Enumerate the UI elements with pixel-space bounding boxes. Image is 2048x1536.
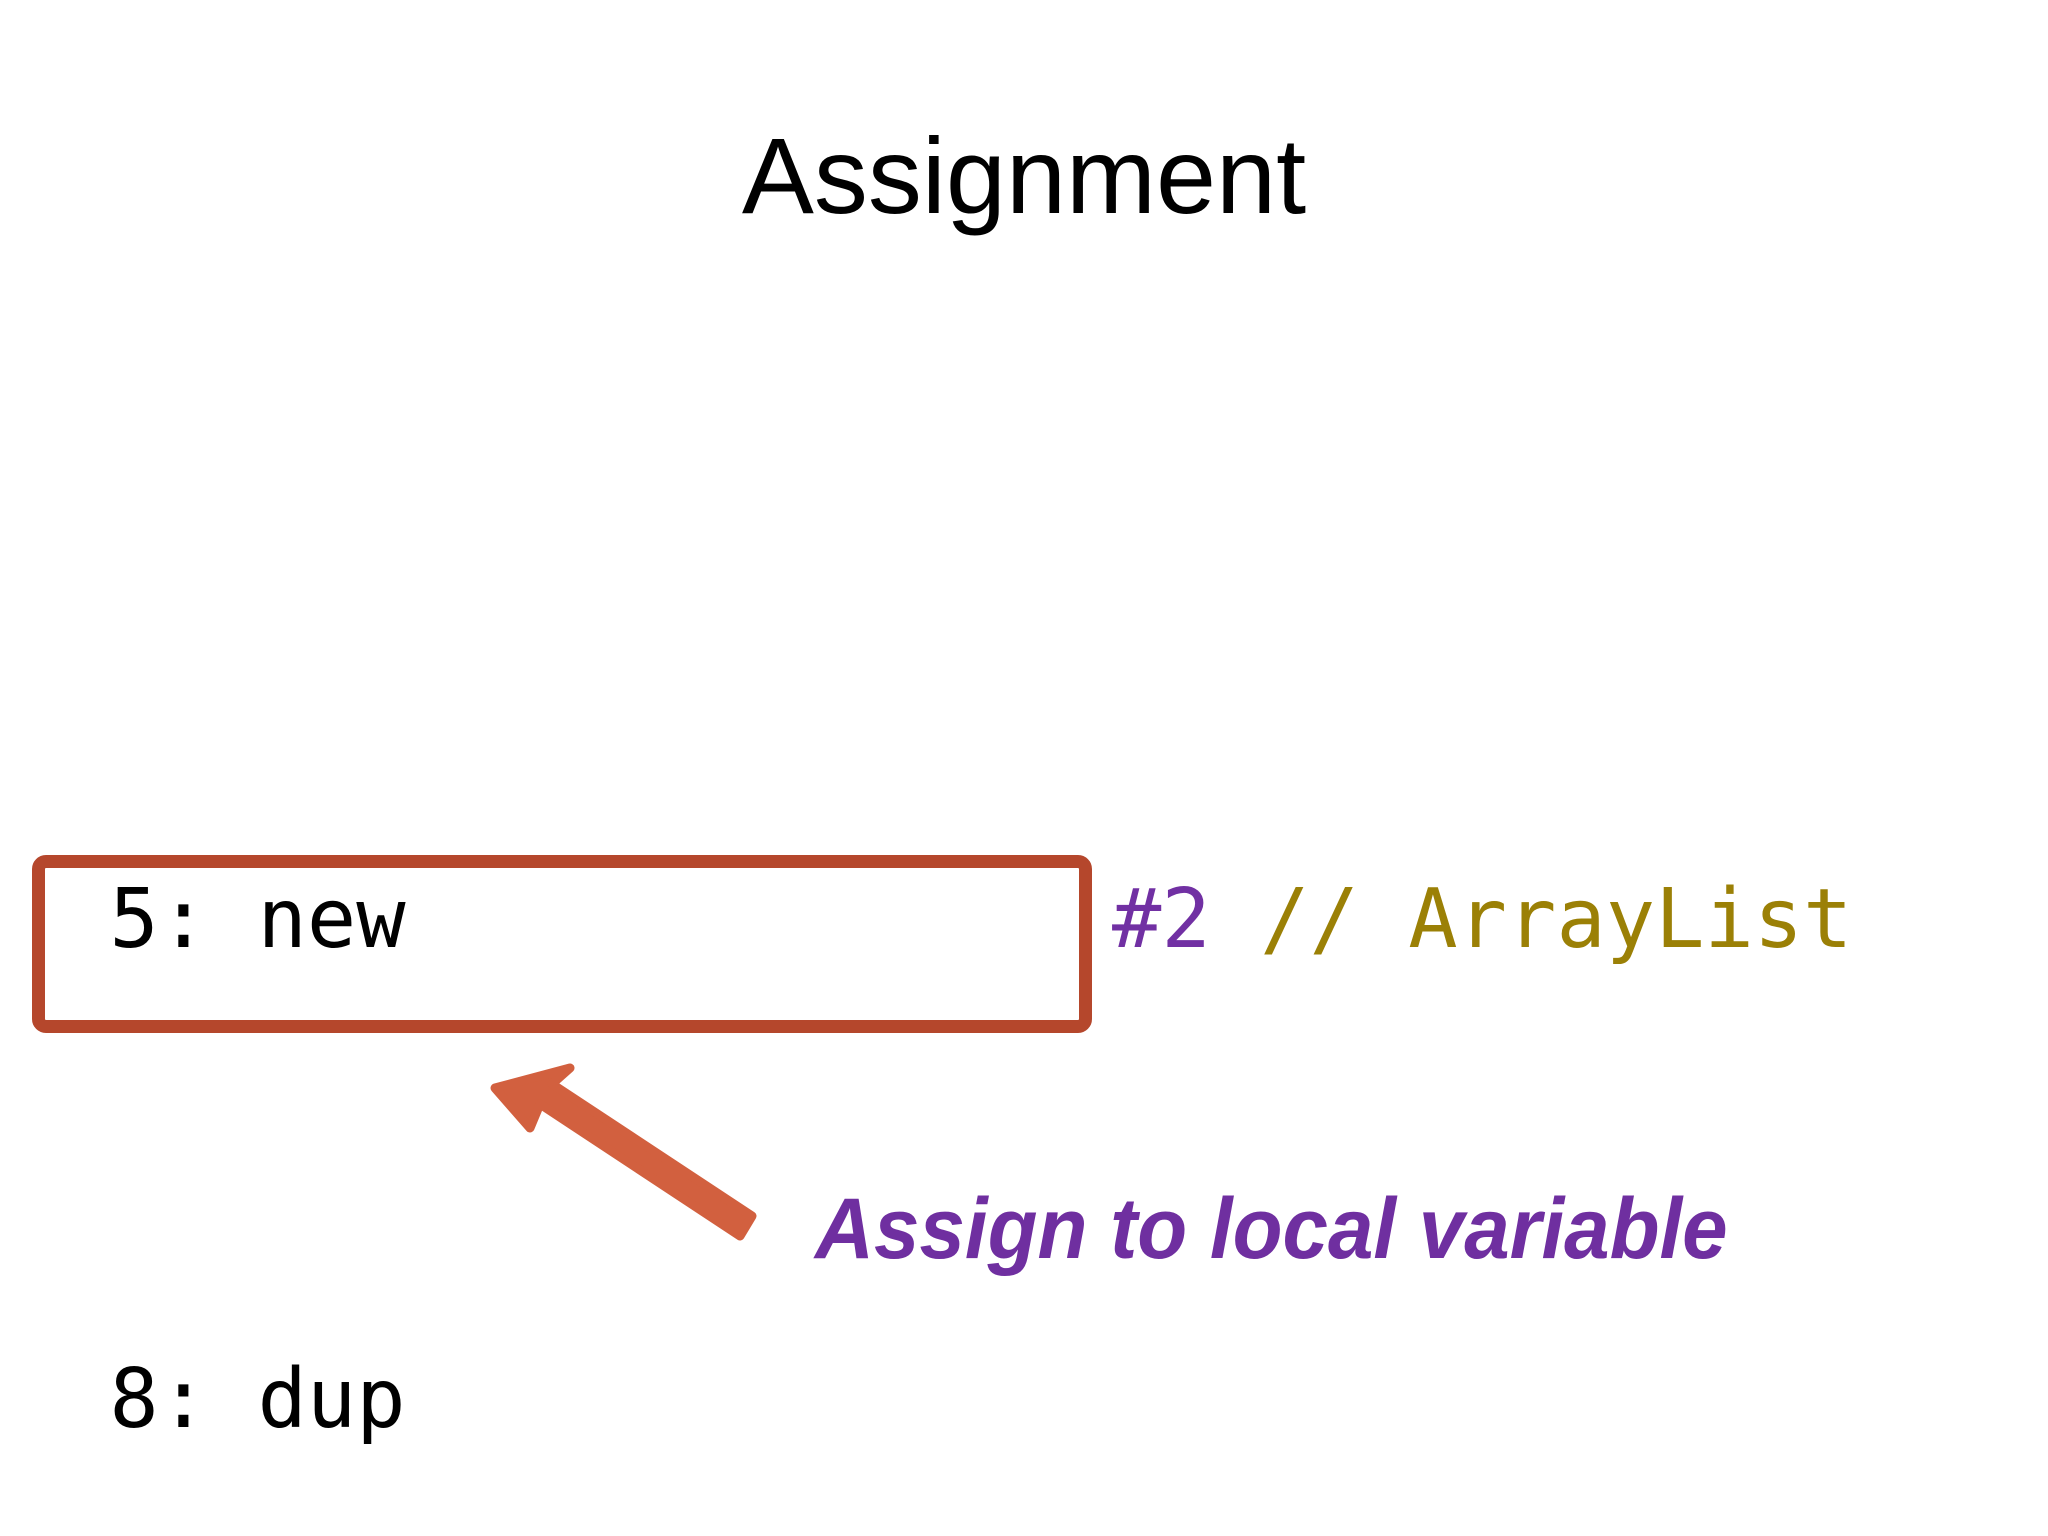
highlight-box <box>32 855 1092 1033</box>
page-title: Assignment <box>741 115 1307 236</box>
callout-arrow-icon <box>490 1063 757 1241</box>
code-line: 8: dup <box>0 1340 2048 1460</box>
constant-pool-ref: #2 <box>1112 872 1211 967</box>
bytecode-listing: 5: new #2 // ArrayList 8: dup 9: invokes… <box>0 500 2048 1536</box>
code-line-comment-group: #2 // ArrayList <box>1112 860 1853 980</box>
code-line: 5: new #2 // ArrayList <box>0 860 2048 980</box>
code-line-instruction: 5: new <box>60 872 406 967</box>
annotation-label: Assign to local variable <box>815 1181 1728 1277</box>
code-comment: // ArrayList <box>1260 872 1853 967</box>
code-line-instruction: 8: dup <box>60 1352 406 1447</box>
